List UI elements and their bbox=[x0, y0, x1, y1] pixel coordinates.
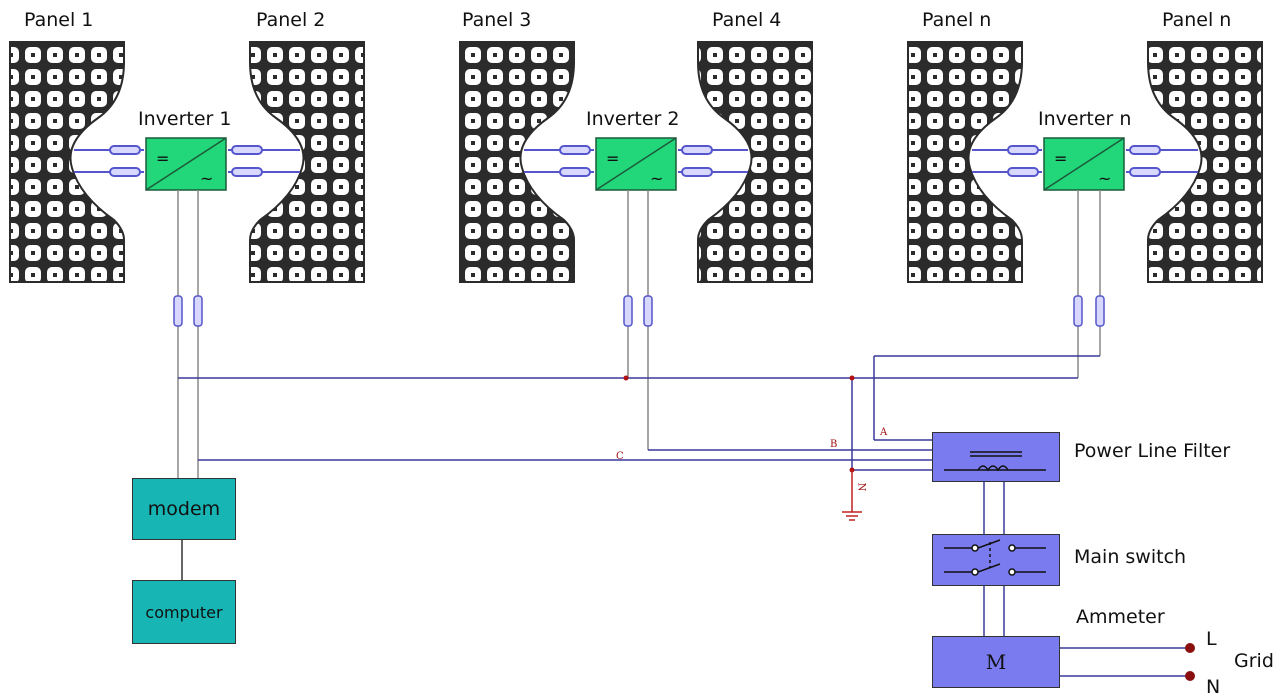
inverter-n-label: Inverter n bbox=[1038, 108, 1132, 130]
junction-dots bbox=[623, 375, 855, 473]
grid-label: Grid bbox=[1234, 650, 1274, 672]
inverters: = ~ = ~ = ~ bbox=[145, 137, 1125, 191]
inverter-1-box: = ~ bbox=[145, 137, 227, 191]
grid-terminals bbox=[1185, 643, 1195, 681]
grid-L-label: L bbox=[1206, 628, 1217, 650]
svg-text:~: ~ bbox=[1098, 169, 1111, 188]
panel-3-label: Panel 3 bbox=[462, 9, 532, 31]
wire-tag-a: A bbox=[880, 427, 888, 438]
panel-n-label-left: Panel n bbox=[922, 9, 992, 31]
ground-symbol bbox=[842, 470, 862, 521]
svg-text:=: = bbox=[156, 149, 169, 168]
power-line-filter-box bbox=[932, 432, 1060, 482]
grid-N-label: N bbox=[1206, 676, 1221, 698]
modem-box: modem bbox=[132, 478, 236, 540]
panel-3-shape bbox=[459, 41, 575, 283]
inverter-2-label: Inverter 2 bbox=[586, 108, 680, 130]
wire-tag-b: B bbox=[830, 439, 838, 450]
inverter-1-label: Inverter 1 bbox=[138, 108, 232, 130]
output-fuses bbox=[173, 295, 1105, 327]
panel-n-label-right: Panel n bbox=[1162, 9, 1232, 31]
panel-2-label: Panel 2 bbox=[256, 9, 326, 31]
panel-n-left-shape bbox=[907, 41, 1023, 283]
solar-panels bbox=[9, 41, 1263, 283]
panel-4-label: Panel 4 bbox=[712, 9, 782, 31]
main-switch-box bbox=[932, 534, 1060, 586]
power-line-filter-label: Power Line Filter bbox=[1074, 440, 1231, 462]
svg-text:=: = bbox=[606, 149, 619, 168]
svg-text:~: ~ bbox=[200, 169, 213, 188]
svg-text:=: = bbox=[1054, 149, 1067, 168]
svg-text:~: ~ bbox=[650, 169, 663, 188]
meter-box: M bbox=[932, 636, 1060, 688]
panel-n-right-shape bbox=[1147, 41, 1263, 283]
inverter-n-box: = ~ bbox=[1043, 137, 1125, 191]
main-switch-label: Main switch bbox=[1074, 546, 1187, 568]
inverter-2-box: = ~ bbox=[595, 137, 677, 191]
wire-tag-c: C bbox=[616, 451, 624, 462]
computer-box: computer bbox=[132, 580, 236, 644]
inverter-leads bbox=[74, 145, 1198, 177]
wire-tag-n: N bbox=[855, 482, 867, 492]
panel-2-shape bbox=[249, 41, 365, 283]
panel-1-shape bbox=[9, 41, 125, 283]
ammeter-label: Ammeter bbox=[1076, 606, 1165, 628]
panel-1-label: Panel 1 bbox=[24, 9, 94, 31]
panel-4-shape bbox=[697, 41, 813, 283]
